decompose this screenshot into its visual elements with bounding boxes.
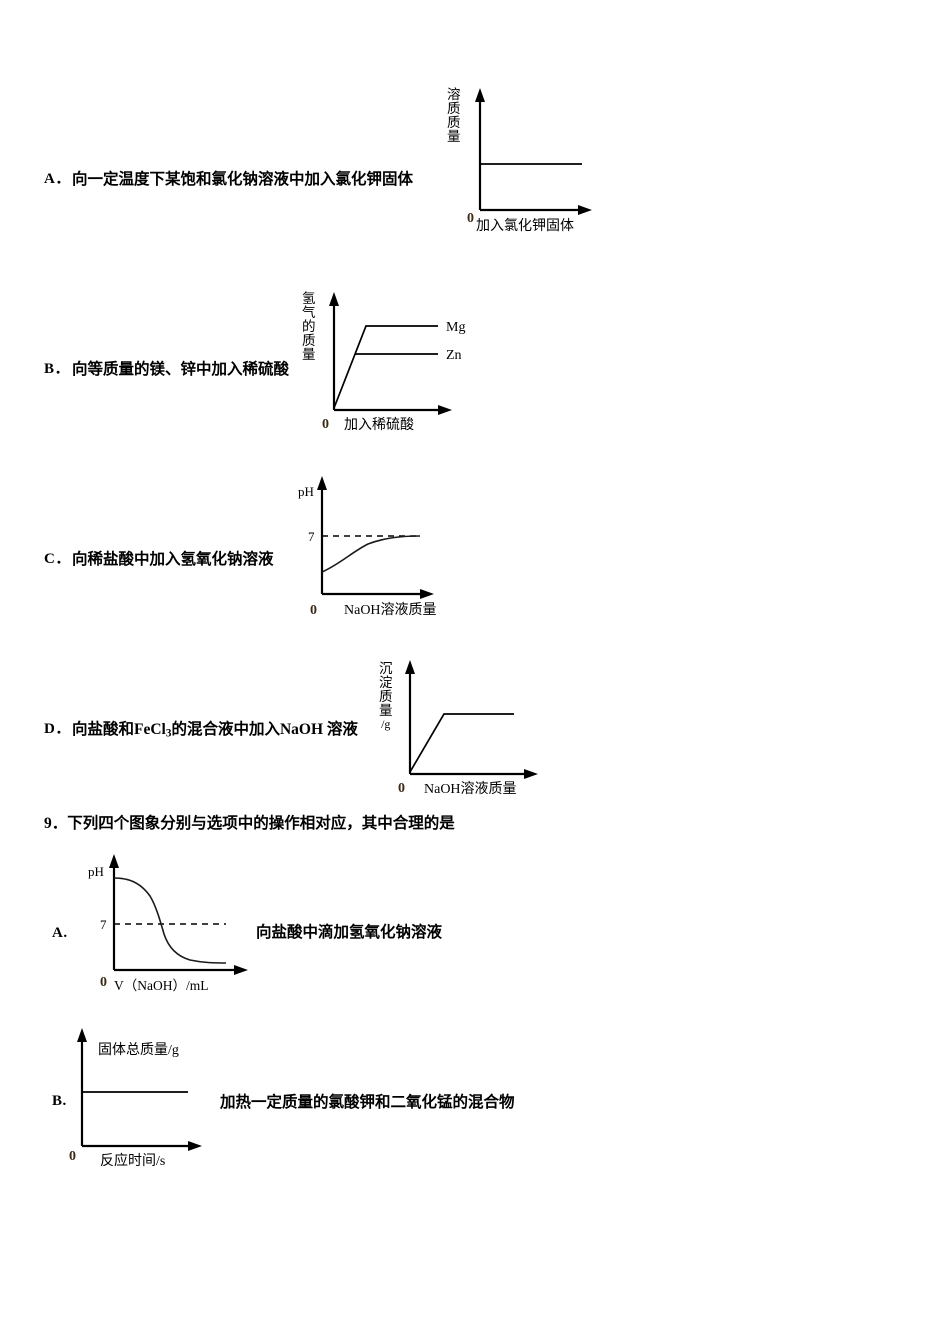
chart-option-d-top: 0 沉淀质量/g NaOH溶液质量 [372, 658, 602, 808]
chart-d-top-x-axis-title: NaOH溶液质量 [424, 782, 517, 797]
option-c-text-top: 向稀盐酸中加入氢氧化钠溶液 [72, 551, 274, 568]
chart-c-top-gridline-label: 7 [308, 529, 315, 544]
option-d-text-top: 向盐酸和FeCl3的混合液中加入NaOH 溶液 [72, 721, 358, 740]
option-a-label-top: A． [44, 171, 71, 187]
chart-a-top-y-axis-title: 溶质质量 [447, 87, 461, 145]
chart-a-q9-x-axis-title: V（NaOH）/mL [114, 978, 209, 993]
chart-b-q9-y-axis-title: 固体总质量/g [98, 1043, 179, 1058]
option-b-label-q9: B. [52, 1093, 67, 1109]
option-a-text-top: 向一定温度下某饱和氯化钠溶液中加入氯化钾固体 [72, 171, 414, 188]
chart-b-top-x-axis-title: 加入稀硫酸 [344, 418, 414, 433]
chart-c-top-origin-label: 0 [310, 603, 317, 618]
option-b-label-top: B． [44, 361, 71, 377]
chart-a-q9-y-axis-title: pH [88, 864, 104, 879]
chart-b-top-y-axis-title: 氢气的质量 [302, 291, 316, 363]
chart-b-top-origin-label: 0 [322, 417, 329, 432]
chart-c-top-y-axis-title: pH [298, 484, 314, 499]
option-a-description-q9: 向盐酸中滴加氢氧化钠溶液 [256, 924, 443, 941]
chart-b-top-series-zn-label: Zn [446, 348, 462, 363]
chart-b-q9-x-axis-title: 反应时间/s [100, 1154, 166, 1169]
chart-d-top-origin-label: 0 [398, 781, 405, 796]
option-d-label-top: D． [44, 721, 71, 737]
chart-d-top-y-axis-title: 沉淀质量/g [379, 661, 393, 732]
option-b-text-top: 向等质量的镁、锌中加入稀硫酸 [72, 361, 290, 378]
chart-a-q9-origin-label: 0 [100, 975, 107, 990]
chart-option-b-top: 0 Mg Zn 氢气的质量 加入稀硫酸 [296, 288, 516, 438]
chart-b-top-series-mg-label: Mg [446, 320, 465, 335]
chart-option-b-q9: 0 固体总质量/g 反应时间/s [62, 1022, 302, 1172]
chart-option-a-q9: pH 7 0 V（NaOH）/mL [66, 852, 286, 1002]
chart-a-top-origin-label: 0 [467, 211, 474, 226]
chart-option-c-top: pH 7 0 NaOH溶液质量 [296, 468, 526, 628]
chart-b-q9-origin-label: 0 [69, 1149, 76, 1164]
option-c-label-top: C． [44, 551, 71, 567]
option-b-description-q9: 加热一定质量的氯酸钾和二氧化锰的混合物 [220, 1094, 515, 1111]
chart-a-top-x-axis-title: 加入氯化钾固体 [476, 219, 574, 234]
question-9-heading: 9．下列四个图象分别与选项中的操作相对应，其中合理的是 [44, 815, 455, 832]
option-a-label-q9: A. [52, 925, 68, 941]
chart-c-top-x-axis-title: NaOH溶液质量 [344, 603, 437, 618]
chart-a-q9-gridline-label: 7 [100, 917, 107, 932]
chart-option-a-top: 0 溶质质量 加入氯化钾固体 [440, 82, 650, 242]
